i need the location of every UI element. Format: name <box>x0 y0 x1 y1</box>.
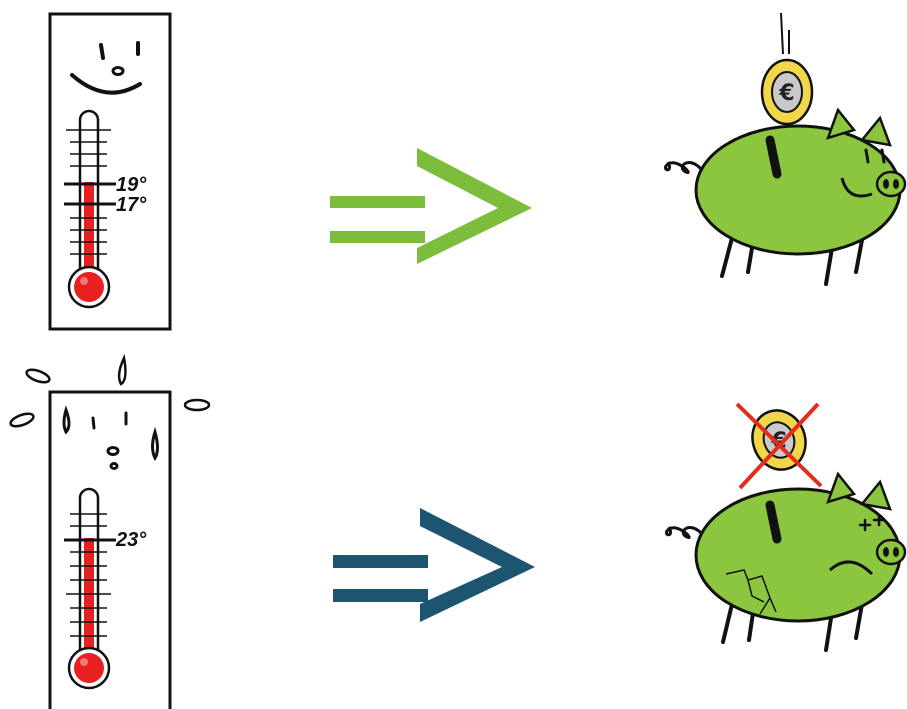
euro-symbol: € <box>778 81 794 106</box>
bottom-thermometer-panel: 23° <box>48 390 172 709</box>
smiling-face <box>70 41 142 95</box>
sweat-drops <box>9 353 211 428</box>
temperature-label: 23° <box>115 529 147 551</box>
top-arrow-icon <box>330 148 532 264</box>
bottom-sad-pig-icon <box>664 471 907 652</box>
top-happy-pig-icon <box>663 107 907 286</box>
crossed-coin-icon: € <box>735 402 823 490</box>
top-coin-icon: € <box>760 12 814 126</box>
crack-lines <box>725 569 777 615</box>
sweating-face <box>62 405 159 470</box>
top-thermometer-panel: 19° 17° <box>48 12 172 331</box>
thermometer-icon <box>64 487 116 690</box>
thermometer-icon <box>64 109 116 309</box>
temperature-label: 17° <box>116 194 147 216</box>
temperature-label: 19° <box>116 174 147 196</box>
bottom-arrow-icon <box>333 508 535 622</box>
